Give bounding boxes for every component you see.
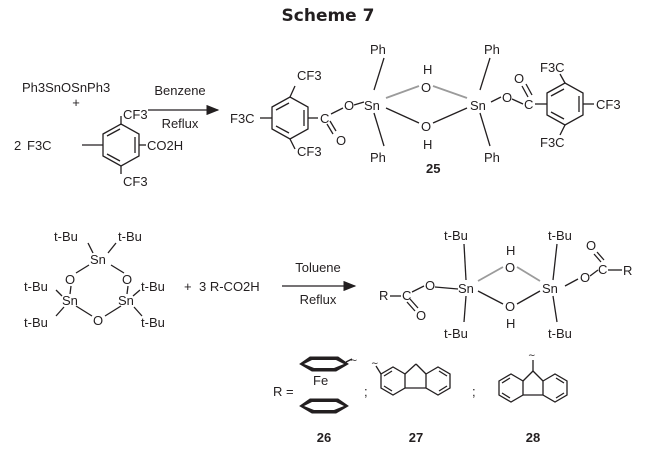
r-group-definitions: R = ∼ Fe ; — [273, 350, 568, 445]
reagent-rco2h: 3 R-CO2H — [199, 279, 260, 294]
carbonyl-c-right: C — [524, 97, 533, 112]
cf3-product-bottom-left: CF3 — [297, 144, 322, 159]
attachment-wavy-26: ∼ — [350, 355, 358, 365]
reaction-2: Sn Sn Sn O O O t-Bu t-Bu t-Bu t-Bu — [24, 228, 632, 341]
r-right: R — [623, 263, 632, 278]
tbu-ring-1: t-Bu — [54, 229, 78, 244]
tbu-ring-6: t-Bu — [141, 315, 165, 330]
compound-label-26: 26 — [317, 430, 331, 445]
attachment-wavy-27: ∼ — [371, 358, 379, 368]
aryl-carboxylic-acid: CF3 CF3 CO2H 2 F3C — [14, 107, 183, 189]
carbonyl-o-right: O — [514, 71, 524, 86]
ring-o-left: O — [65, 272, 75, 287]
compound-label-28: 28 — [526, 430, 540, 445]
iron-atom: Fe — [313, 373, 328, 388]
cf3-product-right: CF3 — [596, 97, 621, 112]
tbu-ring-5: t-Bu — [141, 279, 165, 294]
scheme-title: Scheme 7 — [281, 6, 375, 26]
compound-label-27: 27 — [409, 430, 423, 445]
ring-sn-right: Sn — [118, 293, 134, 308]
bridge-o-bottom-2: O — [505, 299, 515, 314]
c-right: C — [598, 262, 607, 277]
ph-left-bottom: Ph — [370, 150, 386, 165]
separator-2: ; — [472, 384, 476, 399]
tin-atom-left: Sn — [364, 98, 380, 113]
ring-o-bottom: O — [93, 313, 103, 328]
bridge-h-bottom-2: H — [506, 316, 515, 331]
r-left: R — [379, 288, 388, 303]
tbu-product-1: t-Bu — [444, 228, 468, 243]
reaction-1: Ph3SnOSnPh3 + CF3 CF3 CO2H 2 F3C Benzen — [14, 42, 621, 189]
condition-reflux-1: Reflux — [162, 116, 199, 131]
ph-right-top: Ph — [484, 42, 500, 57]
tbu-ring-4: t-Bu — [24, 315, 48, 330]
f3c-product-left: F3C — [230, 111, 255, 126]
condition-reflux-2: Reflux — [300, 292, 337, 307]
plus-sign-2: + — [184, 279, 192, 294]
f3c-product-top-right: F3C — [540, 60, 565, 75]
tbu-product-4: t-Bu — [548, 326, 572, 341]
ring-sn-left: Sn — [62, 293, 78, 308]
cf3-product-top-left: CF3 — [297, 68, 322, 83]
bridge-o-top-2: O — [505, 260, 515, 275]
fluorenyl-structure-28: ∼ — [498, 350, 568, 403]
bridge-o-top: O — [421, 80, 431, 95]
attachment-wavy-28: ∼ — [528, 350, 536, 360]
tbu-product-3: t-Bu — [548, 228, 572, 243]
tin-atom-right: Sn — [470, 98, 486, 113]
f3c-left: F3C — [27, 138, 52, 153]
ester-o-left: O — [344, 98, 354, 113]
fluorenyl-structure-27: ∼ — [371, 358, 451, 396]
tbu-ring-3: t-Bu — [24, 279, 48, 294]
f3c-product-bottom-right: F3C — [540, 135, 565, 150]
condition-benzene: Benzene — [154, 83, 205, 98]
ph-right-bottom: Ph — [484, 150, 500, 165]
o-carbonyl-right: O — [586, 238, 596, 253]
tbu-ring-2: t-Bu — [118, 229, 142, 244]
co2h-group: CO2H — [147, 138, 183, 153]
cf3-top: CF3 — [123, 107, 148, 122]
product-distannoxane: R C O O Sn Sn t-Bu t-Bu t-Bu t-Bu H — [379, 228, 632, 341]
reactant-ph3snosnph3: Ph3SnOSnPh3 — [22, 80, 110, 95]
bridge-h-bottom: H — [423, 137, 432, 152]
plus-sign-1: + — [72, 95, 80, 110]
cf3-bottom: CF3 — [123, 174, 148, 189]
coefficient-2: 2 — [14, 138, 21, 153]
bridge-o-bottom: O — [421, 119, 431, 134]
bridge-h-top-2: H — [506, 243, 515, 258]
carbonyl-o-left: O — [336, 133, 346, 148]
carbonyl-c-left: C — [320, 111, 329, 126]
cyclic-stannoxane: Sn Sn Sn O O O t-Bu t-Bu t-Bu t-Bu — [24, 229, 165, 330]
condition-toluene: Toluene — [295, 260, 341, 275]
compound-label-25: 25 — [426, 161, 440, 176]
c-left: C — [402, 288, 411, 303]
separator-1: ; — [364, 384, 368, 399]
r-equals-label: R = — [273, 384, 294, 399]
product-25: CF3 CF3 F3C C O O Sn Sn Ph Ph — [230, 42, 621, 176]
ester-o-right: O — [502, 90, 512, 105]
ring-sn-top: Sn — [90, 252, 106, 267]
bridge-h-top: H — [423, 62, 432, 77]
tin-right-2: Sn — [542, 281, 558, 296]
tin-left-2: Sn — [458, 281, 474, 296]
ferrocenyl-structure: ∼ Fe — [299, 355, 358, 414]
o-ester-left: O — [425, 278, 435, 293]
tbu-product-2: t-Bu — [444, 326, 468, 341]
ph-left-top: Ph — [370, 42, 386, 57]
ring-o-right: O — [122, 272, 132, 287]
o-ester-right: O — [580, 270, 590, 285]
o-carbonyl-left: O — [416, 308, 426, 323]
